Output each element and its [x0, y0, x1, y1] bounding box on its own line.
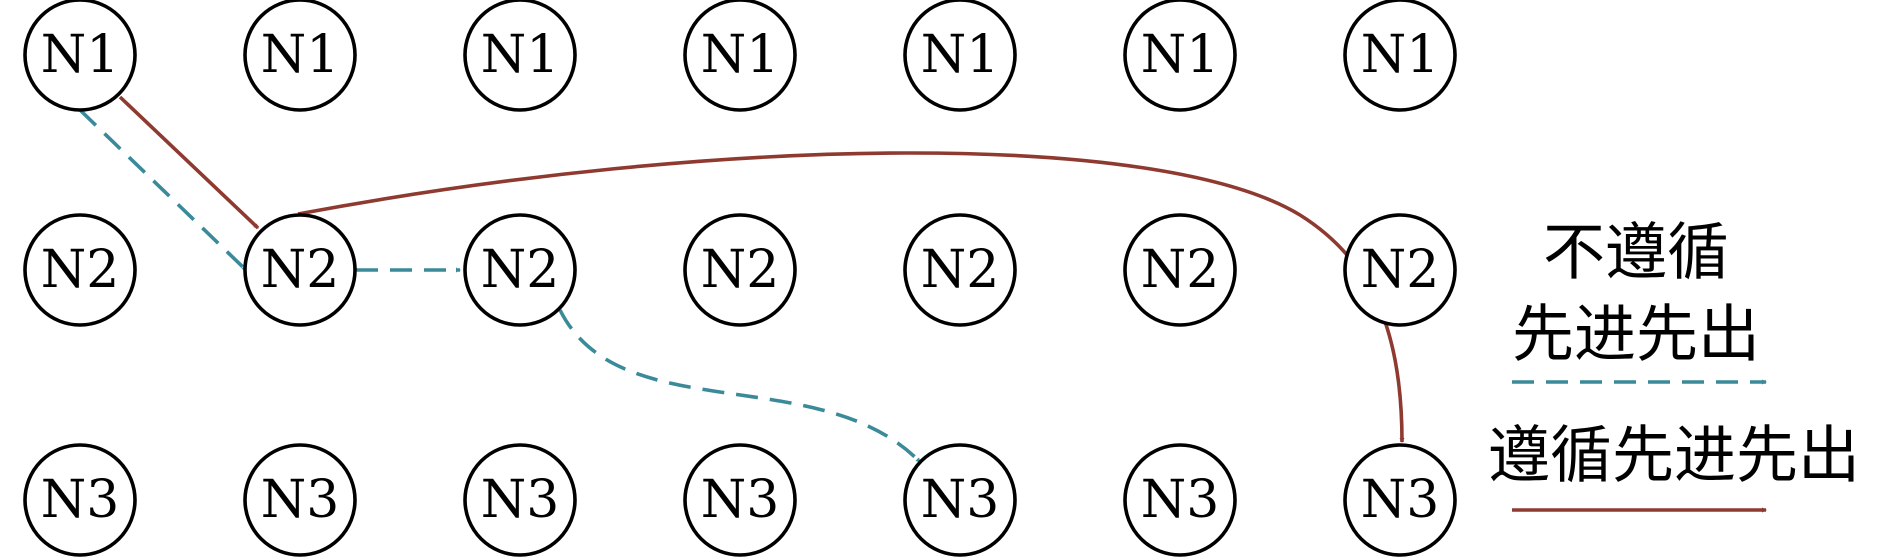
node-label: N3: [481, 470, 560, 530]
node-label: N3: [1141, 470, 1220, 530]
node-n2-7: N2: [1343, 213, 1457, 327]
node-circle: [243, 213, 357, 327]
node-label: N3: [1361, 470, 1440, 530]
node-circle: [903, 0, 1017, 112]
node-n2-6: N2: [1123, 213, 1237, 327]
not-fifo-edge-n1-1-to-n2-2: [78, 108, 248, 272]
node-circle: [1343, 0, 1457, 112]
node-label: N3: [41, 470, 120, 530]
node-n2-4: N2: [683, 213, 797, 327]
node-label: N3: [701, 470, 780, 530]
fifo-edge-n1-1-to-n2-2: [118, 95, 260, 230]
node-n1-6: N1: [1123, 0, 1237, 112]
node-circle: [23, 0, 137, 112]
node-n1-4: N1: [683, 0, 797, 112]
node-n1-2: N1: [243, 0, 357, 112]
node-label: N2: [261, 240, 340, 300]
legend-fifo-label: 遵循先进先出: [1488, 419, 1860, 492]
node-n3-7: N3: [1343, 443, 1457, 557]
node-circle: [1123, 443, 1237, 557]
node-circle: [23, 213, 137, 327]
node-n3-6: N3: [1123, 443, 1237, 557]
legend-not-fifo-label-line2: 先进先出: [1512, 298, 1760, 371]
node-n3-3: N3: [463, 443, 577, 557]
node-n2-1: N2: [23, 213, 137, 327]
node-label: N1: [701, 25, 780, 85]
node-circle: [1123, 213, 1237, 327]
node-label: N3: [921, 470, 1000, 530]
node-circle: [683, 443, 797, 557]
node-circle: [683, 213, 797, 327]
node-n2-2: N2: [243, 213, 357, 327]
node-circle: [683, 0, 797, 112]
fifo-edge-n2-2-to-n3-7: [297, 151, 1405, 443]
node-label: N1: [41, 25, 120, 85]
node-circle: [463, 443, 577, 557]
node-n3-5: N3: [903, 443, 1017, 557]
node-circle: [463, 0, 577, 112]
node-label: N2: [921, 240, 1000, 300]
node-circle: [1343, 213, 1457, 327]
node-n1-3: N1: [463, 0, 577, 112]
node-label: N1: [921, 25, 1000, 85]
node-label: N2: [481, 240, 560, 300]
legend-not-fifo-label-line1: 不遵循: [1543, 216, 1729, 289]
node-circle: [1123, 0, 1237, 112]
legend: 不遵循 先进先出 遵循先进先出: [1488, 216, 1860, 513]
node-label: N1: [261, 25, 340, 85]
node-n3-4: N3: [683, 443, 797, 557]
node-n2-5: N2: [903, 213, 1017, 327]
node-n2-3: N2: [463, 213, 577, 327]
node-n1-7: N1: [1343, 0, 1457, 112]
node-circle: [903, 443, 1017, 557]
node-label: N1: [481, 25, 560, 85]
node-label: N2: [701, 240, 780, 300]
node-circle: [243, 0, 357, 112]
node-label: N3: [261, 470, 340, 530]
node-label: N2: [1141, 240, 1220, 300]
node-circle: [903, 213, 1017, 327]
not-fifo-edge-n2-3-to-n3-5: [558, 309, 922, 464]
node-circle: [1343, 443, 1457, 557]
node-label: N2: [41, 240, 120, 300]
node-n3-2: N3: [243, 443, 357, 557]
node-circle: [243, 443, 357, 557]
node-n3-1: N3: [23, 443, 137, 557]
node-label: N1: [1141, 25, 1220, 85]
node-label: N1: [1361, 25, 1440, 85]
node-label: N2: [1361, 240, 1440, 300]
node-circle: [463, 213, 577, 327]
node-n1-1: N1: [23, 0, 137, 112]
node-n1-5: N1: [903, 0, 1017, 112]
node-circle: [23, 443, 137, 557]
